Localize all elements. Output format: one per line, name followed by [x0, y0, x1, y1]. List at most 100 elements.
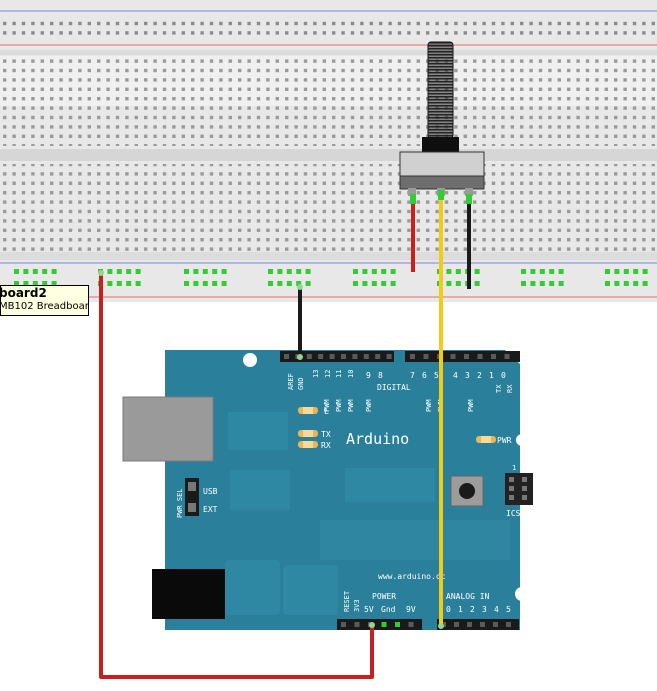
led-rx [298, 441, 318, 448]
header-pin [423, 354, 429, 359]
rail-contact [549, 281, 555, 286]
header-pin [381, 622, 387, 627]
digital-pin-label: 0 [501, 371, 506, 380]
rail-contact [605, 281, 610, 286]
tooltip-title: board2 [0, 286, 47, 300]
power-pin-label: 9V [406, 605, 416, 614]
part-tooltip: board2 MB102 Breadboard [0, 285, 89, 316]
lower-terminal-holes [2, 164, 657, 252]
header-pin [454, 622, 459, 627]
rail-contact [623, 281, 629, 286]
header-pin [467, 622, 472, 627]
rail-contact [362, 269, 368, 274]
rx-pin-label: RX [506, 384, 514, 393]
rail-contact [14, 269, 19, 274]
header-pin [504, 354, 510, 359]
header-pin [480, 622, 485, 627]
rail-contact [116, 281, 122, 286]
header-pin [410, 354, 415, 359]
header-pin [341, 622, 346, 627]
digital-label: DIGITAL [377, 383, 411, 392]
rail-contact [42, 281, 48, 286]
center-channel [0, 149, 657, 161]
icsp-label: ICSP [506, 509, 525, 518]
rail-contact [221, 269, 227, 274]
rail-contact [549, 269, 555, 274]
v33-label: 3V3 [353, 599, 361, 612]
digital-pin-label: 12 [324, 370, 332, 378]
power-header [337, 619, 422, 630]
rail-contact [32, 269, 38, 274]
analog-label: ANALOG IN [446, 592, 490, 601]
rail-contact [184, 269, 189, 274]
rail-contact [381, 269, 387, 274]
header-pin [284, 354, 289, 359]
potentiometer[interactable] [399, 41, 485, 196]
rail-contact [184, 281, 189, 286]
rail-contact [212, 281, 218, 286]
rail-contact [268, 281, 273, 286]
rail-contact [221, 281, 227, 286]
tooltip-subtitle: MB102 Breadboard [0, 301, 89, 312]
header-pin [341, 354, 346, 359]
digital-pin-label: 8 [378, 371, 383, 380]
rail-contact [614, 281, 620, 286]
breadboard [0, 0, 657, 302]
rail-contact [642, 269, 648, 274]
rail-contact [107, 269, 113, 274]
reset-button-cap[interactable] [459, 483, 475, 499]
rail-contact [623, 269, 629, 274]
digital-pin-label: 10 [347, 370, 355, 378]
tx-pin-label: TX [495, 384, 503, 393]
rail-contact [277, 269, 283, 274]
analog-pin-label: 0 [446, 605, 451, 614]
rail-contact [521, 281, 526, 286]
mounting-hole [243, 353, 257, 367]
rail-contact [381, 281, 387, 286]
top-rail-holes [0, 17, 657, 39]
rail-contact [558, 281, 564, 286]
gnd-label: GND [297, 377, 305, 390]
reset-label: RESET [343, 590, 351, 612]
arduino-brand-label: Arduino [346, 430, 409, 448]
led-tx [298, 430, 318, 437]
header-pin [395, 622, 400, 627]
rail-contact [371, 269, 377, 274]
analog-header [437, 619, 519, 630]
rail-contact [126, 269, 132, 274]
led-pwr [476, 436, 496, 443]
rail-contact [353, 269, 358, 274]
arduino-url-label: www.arduino.cc [378, 572, 446, 581]
pwr-led-label: PWR [497, 436, 512, 445]
pwm-label: PWM [425, 399, 433, 412]
analog-pin-label: 5 [506, 605, 511, 614]
rail-contact [605, 269, 610, 274]
rail-contact [107, 281, 113, 286]
rail-contact [539, 269, 545, 274]
mounting-hole [515, 587, 529, 601]
header-pin [477, 354, 483, 359]
rail-contact [446, 281, 452, 286]
header-pin [464, 354, 469, 359]
led-l-label: L [324, 407, 329, 416]
header-pin [329, 354, 335, 359]
digital-pin-label: 13 [312, 370, 320, 378]
wire-5v-red[interactable] [99, 273, 374, 679]
rail-contact [193, 269, 199, 274]
rail-contact [42, 269, 48, 274]
rail-contact [530, 281, 536, 286]
rail-contact [474, 269, 480, 274]
rail-contact [23, 269, 29, 274]
digital-pin-label: 2 [477, 371, 482, 380]
rail-contact [362, 281, 368, 286]
rail-contact [277, 281, 283, 286]
rail-contact [296, 269, 302, 274]
microcontroller-chip [320, 520, 510, 560]
rail-contact [268, 269, 273, 274]
header-pin [352, 354, 358, 359]
header-pin [375, 354, 381, 359]
header-pin [354, 622, 360, 627]
digital-header-left [280, 351, 394, 362]
power-label: POWER [372, 592, 396, 601]
rail-contact [530, 269, 536, 274]
